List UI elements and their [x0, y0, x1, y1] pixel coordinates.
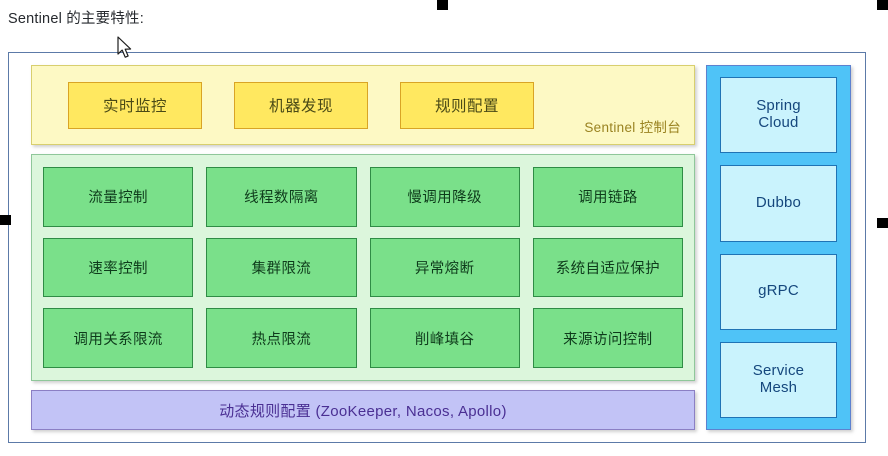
- console-panel: 实时监控 机器发现 规则配置 Sentinel 控制台: [31, 65, 695, 145]
- core-feature-slow-call-degrade[interactable]: 慢调用降级: [369, 167, 520, 227]
- selection-handle-left[interactable]: [0, 215, 11, 225]
- console-item-realtime-monitor[interactable]: 实时监控: [68, 81, 202, 129]
- core-feature-thread-isolation[interactable]: 线程数隔离: [206, 167, 357, 227]
- console-item-rule-configuration[interactable]: 规则配置: [400, 81, 534, 129]
- core-feature-rate-control[interactable]: 速率控制: [43, 237, 194, 298]
- core-feature-call-chain[interactable]: 调用链路: [532, 167, 683, 227]
- core-features-panel: 流量控制 线程数隔离 慢调用降级 调用链路 速率控制 集群限流 异常熔断 系统自…: [31, 154, 695, 381]
- diagram-left-stack: 实时监控 机器发现 规则配置 Sentinel 控制台 流量控制 线程数隔离 慢…: [31, 65, 695, 430]
- adapter-dubbo[interactable]: Dubbo: [720, 165, 837, 242]
- sentinel-architecture-diagram: 实时监控 机器发现 规则配置 Sentinel 控制台 流量控制 线程数隔离 慢…: [8, 52, 866, 443]
- page-title: Sentinel 的主要特性:: [8, 11, 144, 27]
- core-feature-adaptive-protection[interactable]: 系统自适应保护: [532, 237, 683, 298]
- adapters-panel: Spring Cloud Dubbo gRPC Service Mesh: [706, 65, 851, 430]
- adapter-grpc[interactable]: gRPC: [720, 253, 837, 330]
- adapter-service-mesh[interactable]: Service Mesh: [720, 341, 837, 418]
- adapter-spring-cloud[interactable]: Spring Cloud: [720, 77, 837, 154]
- core-feature-peak-shaving[interactable]: 削峰填谷: [369, 308, 520, 368]
- core-feature-cluster-flow-limit[interactable]: 集群限流: [206, 237, 357, 298]
- diagram-content: 实时监控 机器发现 规则配置 Sentinel 控制台 流量控制 线程数隔离 慢…: [9, 53, 865, 442]
- selection-handle-top-right[interactable]: [877, 0, 888, 10]
- core-feature-relation-flow-limit[interactable]: 调用关系限流: [43, 308, 194, 368]
- console-panel-caption: Sentinel 控制台: [584, 120, 681, 135]
- core-feature-exception-breaker[interactable]: 异常熔断: [369, 237, 520, 298]
- selection-handle-top[interactable]: [437, 0, 448, 10]
- core-feature-origin-access-control[interactable]: 来源访问控制: [532, 308, 683, 368]
- console-item-list: 实时监控 机器发现 规则配置: [68, 81, 534, 129]
- dynamic-rules-panel[interactable]: 动态规则配置 (ZooKeeper, Nacos, Apollo): [31, 390, 695, 430]
- console-item-machine-discovery[interactable]: 机器发现: [234, 81, 368, 129]
- core-feature-hotspot-flow-limit[interactable]: 热点限流: [206, 308, 357, 368]
- selection-handle-right[interactable]: [877, 218, 888, 228]
- core-feature-flow-control[interactable]: 流量控制: [43, 167, 194, 227]
